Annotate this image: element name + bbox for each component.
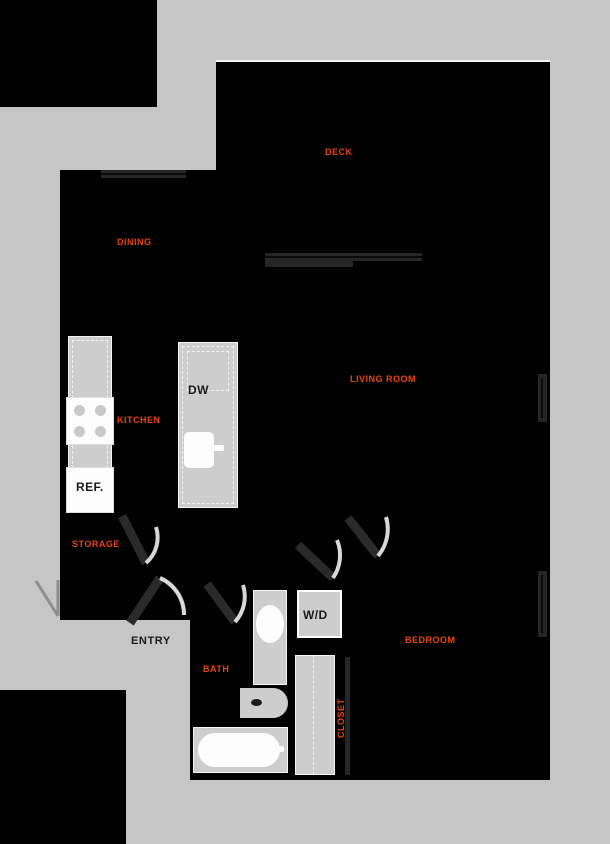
room-label-living-room: LIVING ROOM bbox=[350, 374, 416, 384]
kitchen-sink-faucet bbox=[212, 445, 224, 451]
closet-door-jamb bbox=[345, 657, 350, 775]
toilet bbox=[240, 688, 288, 718]
room-label-deck: DECK bbox=[325, 147, 353, 157]
exterior-void-bottom-right bbox=[190, 780, 610, 844]
living-window-right-line bbox=[541, 378, 543, 418]
closet-shelf bbox=[313, 655, 314, 775]
room-label-entry: ENTRY bbox=[131, 635, 171, 647]
living-window-b bbox=[265, 261, 353, 267]
deck-top-wall bbox=[216, 60, 550, 62]
room-label-closet: CLOSET bbox=[336, 698, 346, 738]
room-label-kitchen: KITCHEN bbox=[117, 415, 161, 425]
range-cooktop bbox=[66, 397, 114, 445]
bedroom-window-right-line bbox=[541, 575, 543, 633]
dishwasher-label: DW bbox=[188, 383, 209, 397]
burner-br bbox=[95, 426, 106, 437]
room-label-dining: DINING bbox=[117, 237, 152, 247]
room-label-bedroom: BEDROOM bbox=[405, 635, 456, 645]
exterior-void-top-mid bbox=[157, 0, 610, 60]
bathtub-basin bbox=[198, 733, 280, 767]
exterior-void-entry-right bbox=[126, 620, 190, 680]
washer-dryer-label: W/D bbox=[303, 608, 328, 622]
refrigerator bbox=[66, 467, 114, 513]
kitchen-sink bbox=[184, 432, 214, 468]
closet bbox=[295, 655, 335, 775]
washer-dryer bbox=[297, 590, 342, 638]
room-label-bath: BATH bbox=[203, 664, 230, 674]
room-label-storage: STORAGE bbox=[72, 539, 120, 549]
kitchen-island-dashed-outer bbox=[182, 346, 234, 504]
refrigerator-label: REF. bbox=[76, 480, 104, 494]
floor-slab-lower-left-2 bbox=[0, 690, 126, 844]
burner-bl bbox=[74, 426, 85, 437]
exterior-void-top-right bbox=[550, 0, 610, 155]
bathtub-drain bbox=[272, 746, 284, 752]
toilet-bowl-hole bbox=[251, 699, 262, 706]
living-window-line bbox=[265, 256, 422, 258]
burner-tr bbox=[95, 405, 106, 416]
dining-window-line bbox=[101, 173, 186, 175]
kitchen-island-dashed-inner bbox=[187, 351, 229, 391]
exterior-void-right-step bbox=[550, 155, 610, 218]
exterior-void-right-lower bbox=[550, 218, 610, 844]
bathroom-vanity-faucet bbox=[266, 620, 282, 626]
burner-tl bbox=[74, 405, 85, 416]
floor-slab-upper-left bbox=[0, 0, 157, 107]
